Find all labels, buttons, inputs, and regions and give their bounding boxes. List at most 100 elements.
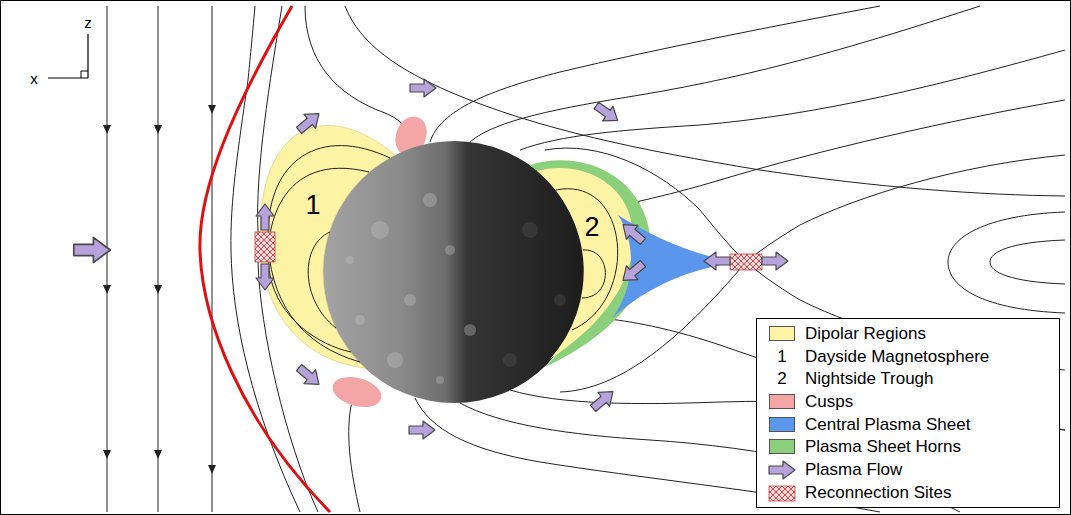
field-arrowheads-part — [103, 125, 111, 134]
legend-swatch — [769, 439, 795, 454]
region-number: 1 — [305, 191, 320, 221]
field-arrowheads-part — [208, 465, 216, 474]
nightside-region-shape-part — [537, 168, 633, 359]
nightside-region-shape — [525, 148, 750, 373]
field-lines-part — [520, 50, 1065, 150]
legend-hatch-sample — [767, 483, 797, 503]
mercury-planet-part — [346, 193, 476, 384]
mercury-planet — [323, 141, 585, 403]
legend-text: Cusps — [805, 392, 853, 412]
axis-label: z — [84, 15, 92, 32]
cusps-part — [329, 372, 385, 412]
legend-row: Reconnection Sites — [757, 482, 1059, 505]
field-lines-part — [600, 100, 1065, 210]
plasma-flow-arrows-part — [587, 385, 618, 416]
nightside-region-shape-part-part — [556, 189, 618, 330]
field-lines-part — [305, 6, 412, 140]
legend-text: Dayside Magnetosphere — [805, 347, 989, 367]
field-arrowheads-part — [103, 285, 111, 294]
dayside-region-shape-part — [260, 125, 395, 368]
axes-part — [48, 34, 88, 78]
legend-swatch — [769, 394, 795, 409]
dayside-region-shape-part — [293, 361, 324, 392]
legend-row: 1 Dayside Magnetosphere — [757, 346, 1059, 369]
nightside-region-shape-part — [617, 218, 648, 249]
legend-arrow-sample — [767, 460, 797, 480]
mercury-planet-part-part — [387, 352, 403, 368]
mercury-planet-part-part — [423, 193, 437, 207]
plasma-flow-arrows-part — [74, 237, 110, 262]
mercury-planet-part — [323, 141, 585, 403]
nightside-region-shape-part — [556, 189, 618, 330]
region-number: 2 — [584, 213, 599, 243]
dayside-region-shape-part-part — [308, 232, 336, 328]
legend-swatch — [769, 326, 795, 341]
field-lines-part — [107, 6, 108, 512]
field-arrowheads — [103, 105, 216, 474]
field-lines-part — [948, 212, 1065, 313]
field-arrowheads-part — [103, 450, 111, 459]
legend-row: Plasma Flow — [757, 459, 1059, 482]
dayside-region-shape — [255, 105, 407, 373]
reconnection-hatch — [769, 486, 795, 501]
legend-box: Dipolar Regions 1 Dayside Magnetosphere 2 Ni… — [756, 318, 1060, 508]
legend-text: Plasma Flow — [805, 460, 902, 480]
mercury-planet-part-part — [346, 256, 354, 264]
legend-number: 2 — [769, 369, 795, 389]
dayside-region-shape-part-part — [268, 168, 369, 352]
dayside-region-shape-part — [255, 232, 275, 262]
nightside-region-shape-part — [612, 215, 738, 318]
legend-text: Plasma Sheet Horns — [805, 437, 961, 457]
nightside-region-shape-part-part — [582, 250, 605, 298]
legend-row: Cusps — [757, 391, 1059, 414]
field-lines-part — [470, 6, 980, 142]
mercury-planet-part-part — [464, 324, 476, 336]
axis-label: x — [30, 71, 38, 88]
legend-row: Dipolar Regions — [757, 323, 1059, 346]
field-lines-part — [349, 402, 360, 512]
region-node: 1 — [255, 105, 407, 373]
plasma-flow-arrows-part — [410, 79, 436, 97]
nightside-region-shape-part — [762, 252, 788, 270]
plasma-flow-arrow — [769, 461, 795, 479]
plasma-flow-arrows — [74, 79, 623, 439]
field-arrowheads-part — [154, 450, 162, 459]
legend-text: Dipolar Regions — [805, 324, 926, 344]
field-arrowheads-part — [208, 105, 216, 114]
plasma-flow-arrows-part — [591, 98, 623, 128]
legend-text: Nightside Trough — [805, 369, 934, 389]
mercury-planet-part-part — [522, 222, 538, 238]
legend-row: 2 Nightside Trough — [757, 368, 1059, 391]
mercury-planet-part-part — [371, 221, 389, 239]
mercury-planet-part-part — [503, 353, 517, 367]
axes — [48, 34, 88, 78]
legend-text: Central Plasma Sheet — [805, 415, 970, 435]
field-lines-part — [158, 6, 159, 512]
field-lines-part — [430, 6, 880, 142]
legend-swatch — [769, 417, 795, 432]
legend-number: 1 — [769, 347, 795, 367]
nightside-region-shape-part — [704, 252, 730, 270]
legend-row: Central Plasma Sheet — [757, 414, 1059, 437]
plasma-flow-arrows-part — [409, 421, 435, 439]
mercury-planet-part-part — [355, 315, 365, 325]
mercury-planet-part-part — [554, 294, 566, 306]
dayside-region-shape-part-part — [268, 146, 390, 362]
field-arrowheads-part — [154, 285, 162, 294]
dayside-region-shape-part — [256, 204, 274, 230]
field-lines-part — [746, 155, 1065, 262]
nightside-region-shape-part — [730, 254, 762, 270]
field-lines-part — [990, 240, 1065, 284]
field-lines-part — [212, 6, 213, 512]
dayside-region-shape-part — [268, 146, 390, 362]
legend-text: Reconnection Sites — [805, 483, 951, 503]
field-lines — [107, 6, 1065, 512]
region-node: 2 — [525, 148, 750, 373]
legend-row: Plasma Sheet Horns — [757, 436, 1059, 459]
nightside-region-shape-part — [617, 257, 648, 288]
field-arrowheads-part — [154, 125, 162, 134]
mercury-planet-part — [503, 222, 566, 367]
axes-part — [81, 71, 88, 78]
